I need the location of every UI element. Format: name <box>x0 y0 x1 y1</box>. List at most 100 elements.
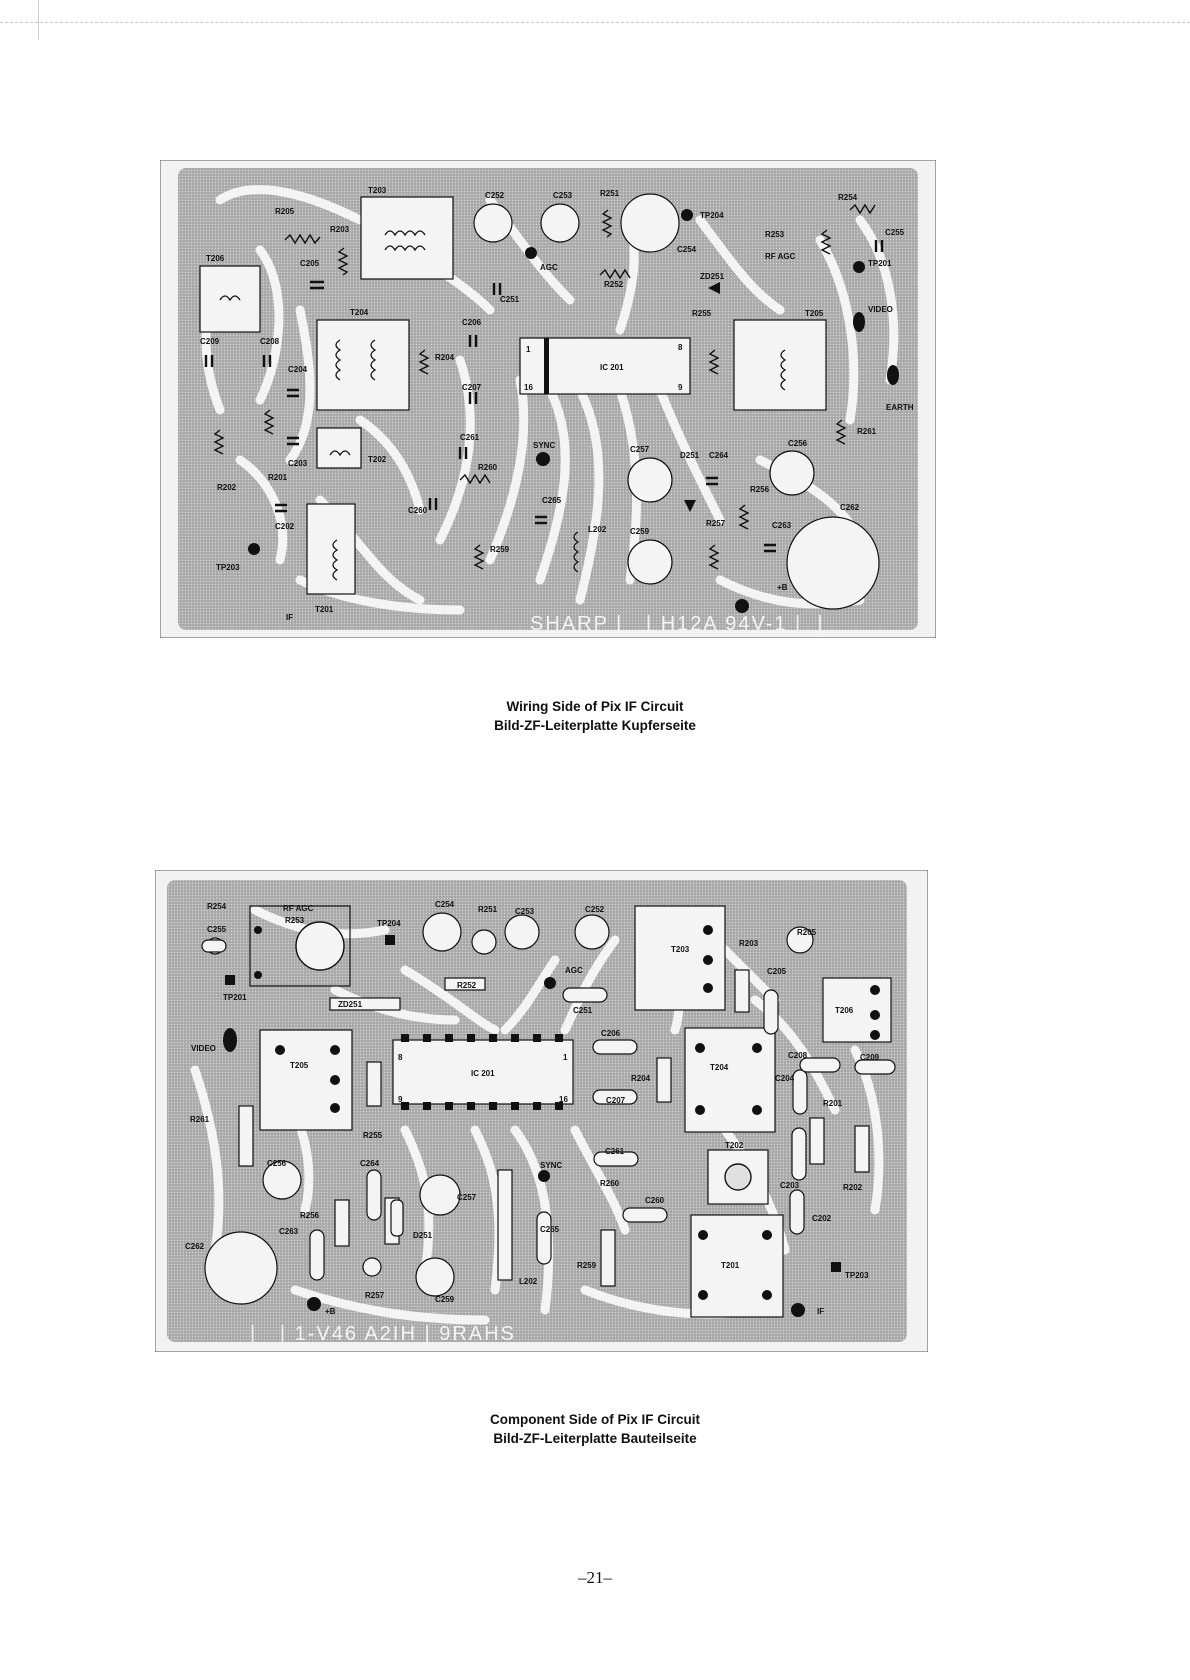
top-label-t203: T203 <box>368 186 387 195</box>
bot-label-c254: C254 <box>435 900 455 909</box>
bot-label-c205: C205 <box>767 967 787 976</box>
bot-label-t206: T206 <box>835 1006 854 1015</box>
top-label-tp201: TP201 <box>868 259 892 268</box>
bot-label-c256: C256 <box>267 1159 287 1168</box>
bot-label-c209: C209 <box>860 1053 880 1062</box>
top-label-c204: C204 <box>288 365 308 374</box>
bot-label-c264: C264 <box>360 1159 380 1168</box>
bot-label-r251: R251 <box>478 905 498 914</box>
top-label-t204: T204 <box>350 308 369 317</box>
bot-label-c203: C203 <box>780 1181 800 1190</box>
top-label-c254: C254 <box>677 245 697 254</box>
top-label-c208: C208 <box>260 337 280 346</box>
bot-label-c261: C261 <box>605 1147 625 1156</box>
ic201-pin8-b: 8 <box>398 1053 403 1062</box>
top-label-sync: SYNC <box>533 441 555 450</box>
top-label-t206: T206 <box>206 254 225 263</box>
bot-label-c206: C206 <box>601 1029 621 1038</box>
bot-label-c259: C259 <box>435 1295 455 1304</box>
top-label-rf-agc: RF AGC <box>765 252 796 261</box>
top-label-c252: C252 <box>485 191 505 200</box>
bot-label-plus-b: +B <box>325 1307 336 1316</box>
bot-label-if: IF <box>817 1307 824 1316</box>
bot-label-c251: C251 <box>573 1006 593 1015</box>
top-label-c264: C264 <box>709 451 729 460</box>
top-label-c209: C209 <box>200 337 220 346</box>
bot-label-r256: R256 <box>300 1211 320 1220</box>
top-label-c265: C265 <box>542 496 562 505</box>
top-label-r205: R205 <box>275 207 295 216</box>
bottom-caption: Component Side of Pix IF Circuit Bild-ZF… <box>0 1410 1190 1448</box>
ic201-pin8-label: 8 <box>678 343 683 352</box>
top-label-c255: C255 <box>885 228 905 237</box>
bot-label-r255: R255 <box>363 1131 383 1140</box>
bot-label-t204: T204 <box>710 1063 729 1072</box>
top-label-c259: C259 <box>630 527 650 536</box>
bot-label-r252: R252 <box>457 981 477 990</box>
top-label-c257: C257 <box>630 445 650 454</box>
top-caption-line2: Bild-ZF-Leiterplatte Kupferseite <box>494 718 696 733</box>
bot-label-r257: R257 <box>365 1291 385 1300</box>
scan-edge-line <box>0 22 1190 23</box>
bot-label-c257: C257 <box>457 1193 477 1202</box>
page-number: –21– <box>578 1568 612 1587</box>
top-label-t201: T201 <box>315 605 334 614</box>
bot-label-tp201: TP201 <box>223 993 247 1002</box>
top-caption-line1: Wiring Side of Pix IF Circuit <box>506 699 684 714</box>
bot-label-c263: C263 <box>279 1227 299 1236</box>
top-label-r201: R201 <box>268 473 288 482</box>
bot-label-r202: R202 <box>843 1183 863 1192</box>
top-label-zd251: ZD251 <box>700 272 725 281</box>
bot-label-t203: T203 <box>671 945 690 954</box>
bot-label-c252: C252 <box>585 905 605 914</box>
bot-label-r254: R254 <box>207 902 227 911</box>
top-label-c261: C261 <box>460 433 480 442</box>
component-side-board: IC 201 8 9 1 16 <box>155 870 928 1352</box>
ic201-pin1-b: 1 <box>563 1053 568 1062</box>
bot-label-r203: R203 <box>739 939 759 948</box>
bot-label-c262: C262 <box>185 1242 205 1251</box>
top-label-c263: C263 <box>772 521 792 530</box>
bot-label-sync: SYNC <box>540 1161 562 1170</box>
top-label-video: VIDEO <box>868 305 893 314</box>
top-label-r255: R255 <box>692 309 712 318</box>
bot-label-t201: T201 <box>721 1261 740 1270</box>
top-label-if: IF <box>286 613 293 622</box>
top-label-r261: R261 <box>857 427 877 436</box>
top-label-c207: C207 <box>462 383 482 392</box>
bot-label-c253: C253 <box>515 907 535 916</box>
top-silkscreen: SHARP | | H12A 94V-1 | | <box>530 613 825 635</box>
top-label-d251: D251 <box>680 451 700 460</box>
bot-label-r259: R259 <box>577 1261 597 1270</box>
top-label-r202: R202 <box>217 483 237 492</box>
bot-label-r204: R204 <box>631 1074 651 1083</box>
bot-label-t205: T205 <box>290 1061 309 1070</box>
scan-edge-mark <box>38 0 39 40</box>
bot-label-video: VIDEO <box>191 1044 216 1053</box>
bot-label-c255: C255 <box>207 925 227 934</box>
top-label-plus-b: +B <box>777 583 788 592</box>
top-label-t202: T202 <box>368 455 387 464</box>
top-label-r251: R251 <box>600 189 620 198</box>
ic201-label: IC 201 <box>600 363 624 372</box>
bottom-caption-line2: Bild-ZF-Leiterplatte Bauteilseite <box>493 1431 697 1446</box>
top-label-tp203: TP203 <box>216 563 240 572</box>
top-label-l202: L202 <box>588 525 607 534</box>
bot-label-c265: C265 <box>540 1225 560 1234</box>
top-label-r260: R260 <box>478 463 498 472</box>
bot-label-t202: T202 <box>725 1141 744 1150</box>
top-label-r252: R252 <box>604 280 624 289</box>
ic201-label-b: IC 201 <box>471 1069 495 1078</box>
top-label-c262: C262 <box>840 503 860 512</box>
ic201-pin16-b: 16 <box>559 1095 568 1104</box>
top-label-t205: T205 <box>805 309 824 318</box>
bot-label-d251: D251 <box>413 1231 433 1240</box>
top-label-c202: C202 <box>275 522 295 531</box>
bot-label-r253: R253 <box>285 916 305 925</box>
wiring-side-board: IC 201 1 16 8 9 <box>160 160 936 638</box>
top-label-r204: R204 <box>435 353 455 362</box>
bot-label-r260: R260 <box>600 1179 620 1188</box>
top-label-agc: AGC <box>540 263 558 272</box>
bot-label-tp204: TP204 <box>377 919 401 928</box>
top-caption: Wiring Side of Pix IF Circuit Bild-ZF-Le… <box>0 697 1190 735</box>
